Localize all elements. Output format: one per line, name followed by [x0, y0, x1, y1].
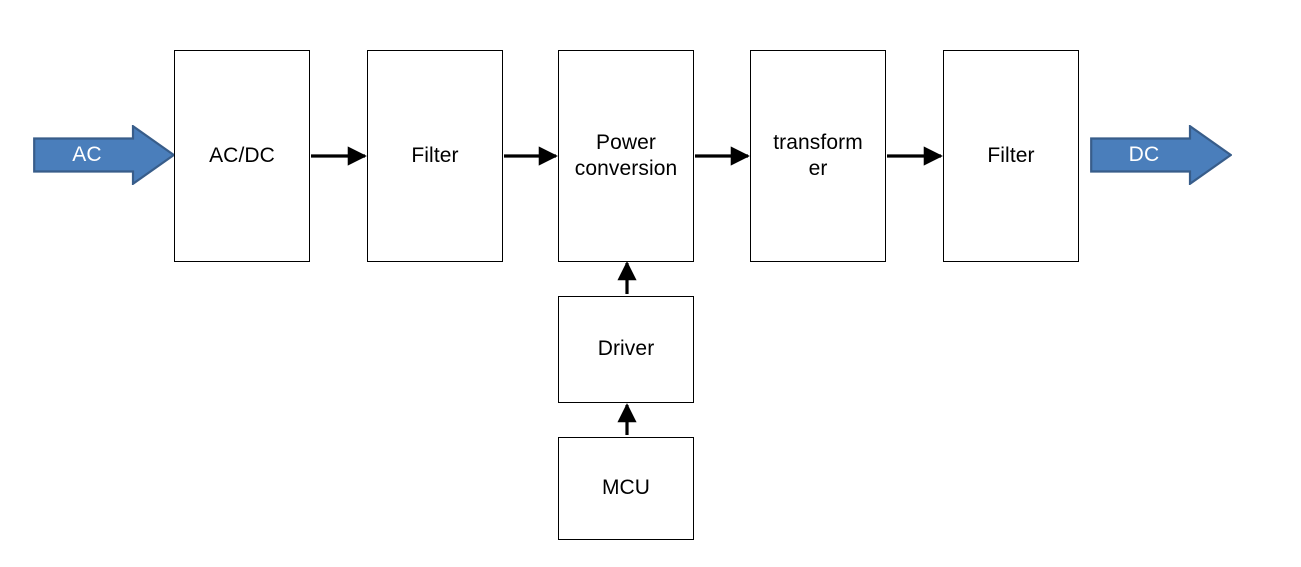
block-filter2[interactable]: Filter: [943, 50, 1079, 262]
dc-arrow-shape: [1090, 124, 1233, 186]
block-label-filter1: Filter: [411, 143, 459, 167]
block-filter1[interactable]: Filter: [367, 50, 503, 262]
block-label-driver: Driver: [597, 337, 655, 361]
block-label-transformer: transform er: [773, 130, 863, 180]
block-driver[interactable]: Driver: [558, 296, 694, 403]
ac-arrow-shape: [33, 124, 176, 186]
block-label-acdc: AC/DC: [209, 143, 275, 167]
block-label-mcu: MCU: [601, 476, 651, 500]
block-label-power: Power conversion: [574, 130, 678, 180]
block-mcu[interactable]: MCU: [558, 437, 694, 540]
ac-input-arrow: AC: [33, 124, 176, 186]
block-acdc[interactable]: AC/DC: [174, 50, 310, 262]
block-power[interactable]: Power conversion: [558, 50, 694, 262]
dc-output-arrow: DC: [1090, 124, 1233, 186]
block-transformer[interactable]: transform er: [750, 50, 886, 262]
block-label-filter2: Filter: [987, 143, 1035, 167]
